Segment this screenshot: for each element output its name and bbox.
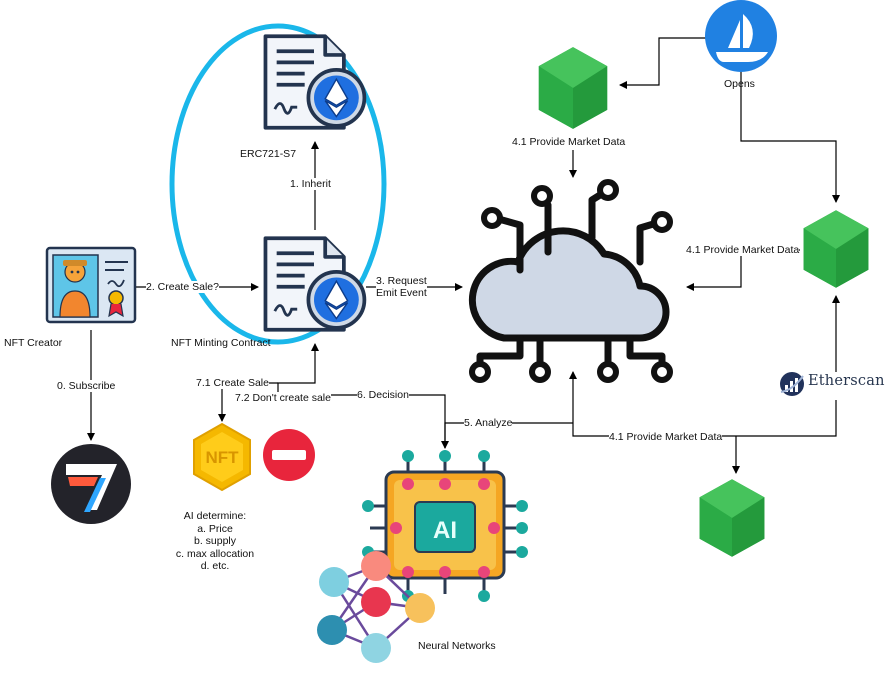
market-node-bottom-icon	[699, 479, 765, 557]
ai-chip-icon	[362, 450, 528, 602]
stop-icon	[263, 429, 315, 481]
label-request-emit: 3. Request Emit Event	[376, 275, 427, 299]
label-create-sale: 7.1 Create Sale	[196, 377, 269, 389]
nft-creator-certificate-icon	[45, 246, 137, 324]
neural-network-icon	[317, 551, 435, 663]
ai-notes-item: a. Price	[197, 522, 233, 535]
nft-badge-icon	[193, 422, 251, 492]
arrow-opensea-to-right-node	[740, 66, 840, 203]
label-provide-market-right: 4.1 Provide Market Data	[686, 244, 800, 256]
seven-logo-icon	[51, 444, 131, 524]
market-node-right-icon	[803, 210, 869, 288]
label-create-sale-q: 2. Create Sale?	[146, 281, 219, 293]
ai-determine-notes: AI determine: a. Price b. supply c. max …	[160, 510, 270, 573]
label-decision: 6. Decision	[357, 389, 409, 401]
ai-notes-title: AI determine:	[183, 510, 247, 522]
arrow-opensea-to-node	[619, 37, 706, 89]
market-node-top-icon	[538, 47, 608, 129]
label-etherscan: Etherscan	[808, 373, 885, 389]
etherscan-logo-icon	[780, 372, 804, 396]
label-inherit: 1. Inherit	[290, 178, 331, 190]
label-dont-create-sale: 7.2 Don't create sale	[235, 392, 331, 404]
highlight-ellipse	[169, 23, 387, 345]
ai-notes-item: d. etc.	[200, 560, 230, 572]
ai-notes-item: b. supply	[193, 535, 237, 547]
ai-chip-text: AI	[433, 517, 457, 544]
label-provide-market-bottom: 4.1 Provide Market Data	[609, 431, 723, 443]
label-erc721: ERC721-S7	[240, 148, 297, 160]
label-analyze: 5. Analyze	[464, 417, 513, 429]
label-provide-market-top: 4.1 Provide Market Data	[512, 136, 626, 148]
minting-contract-doc-icon	[263, 236, 367, 332]
arrow-decision	[277, 343, 446, 448]
opensea-icon	[705, 0, 777, 72]
erc721-doc-icon	[263, 34, 367, 130]
nft-badge-text: NFT	[205, 448, 239, 467]
label-opens: Opens	[724, 78, 755, 90]
connectors	[87, 37, 840, 474]
label-nft-minting-contract: NFT Minting Contract	[171, 337, 271, 349]
label-neural-networks: Neural Networks	[418, 640, 496, 652]
label-nft-creator: NFT Creator	[4, 337, 63, 349]
label-subscribe: 0. Subscribe	[57, 380, 116, 392]
cloud-network-nodes	[469, 179, 673, 383]
ai-notes-item: c. max allocation	[175, 547, 255, 560]
